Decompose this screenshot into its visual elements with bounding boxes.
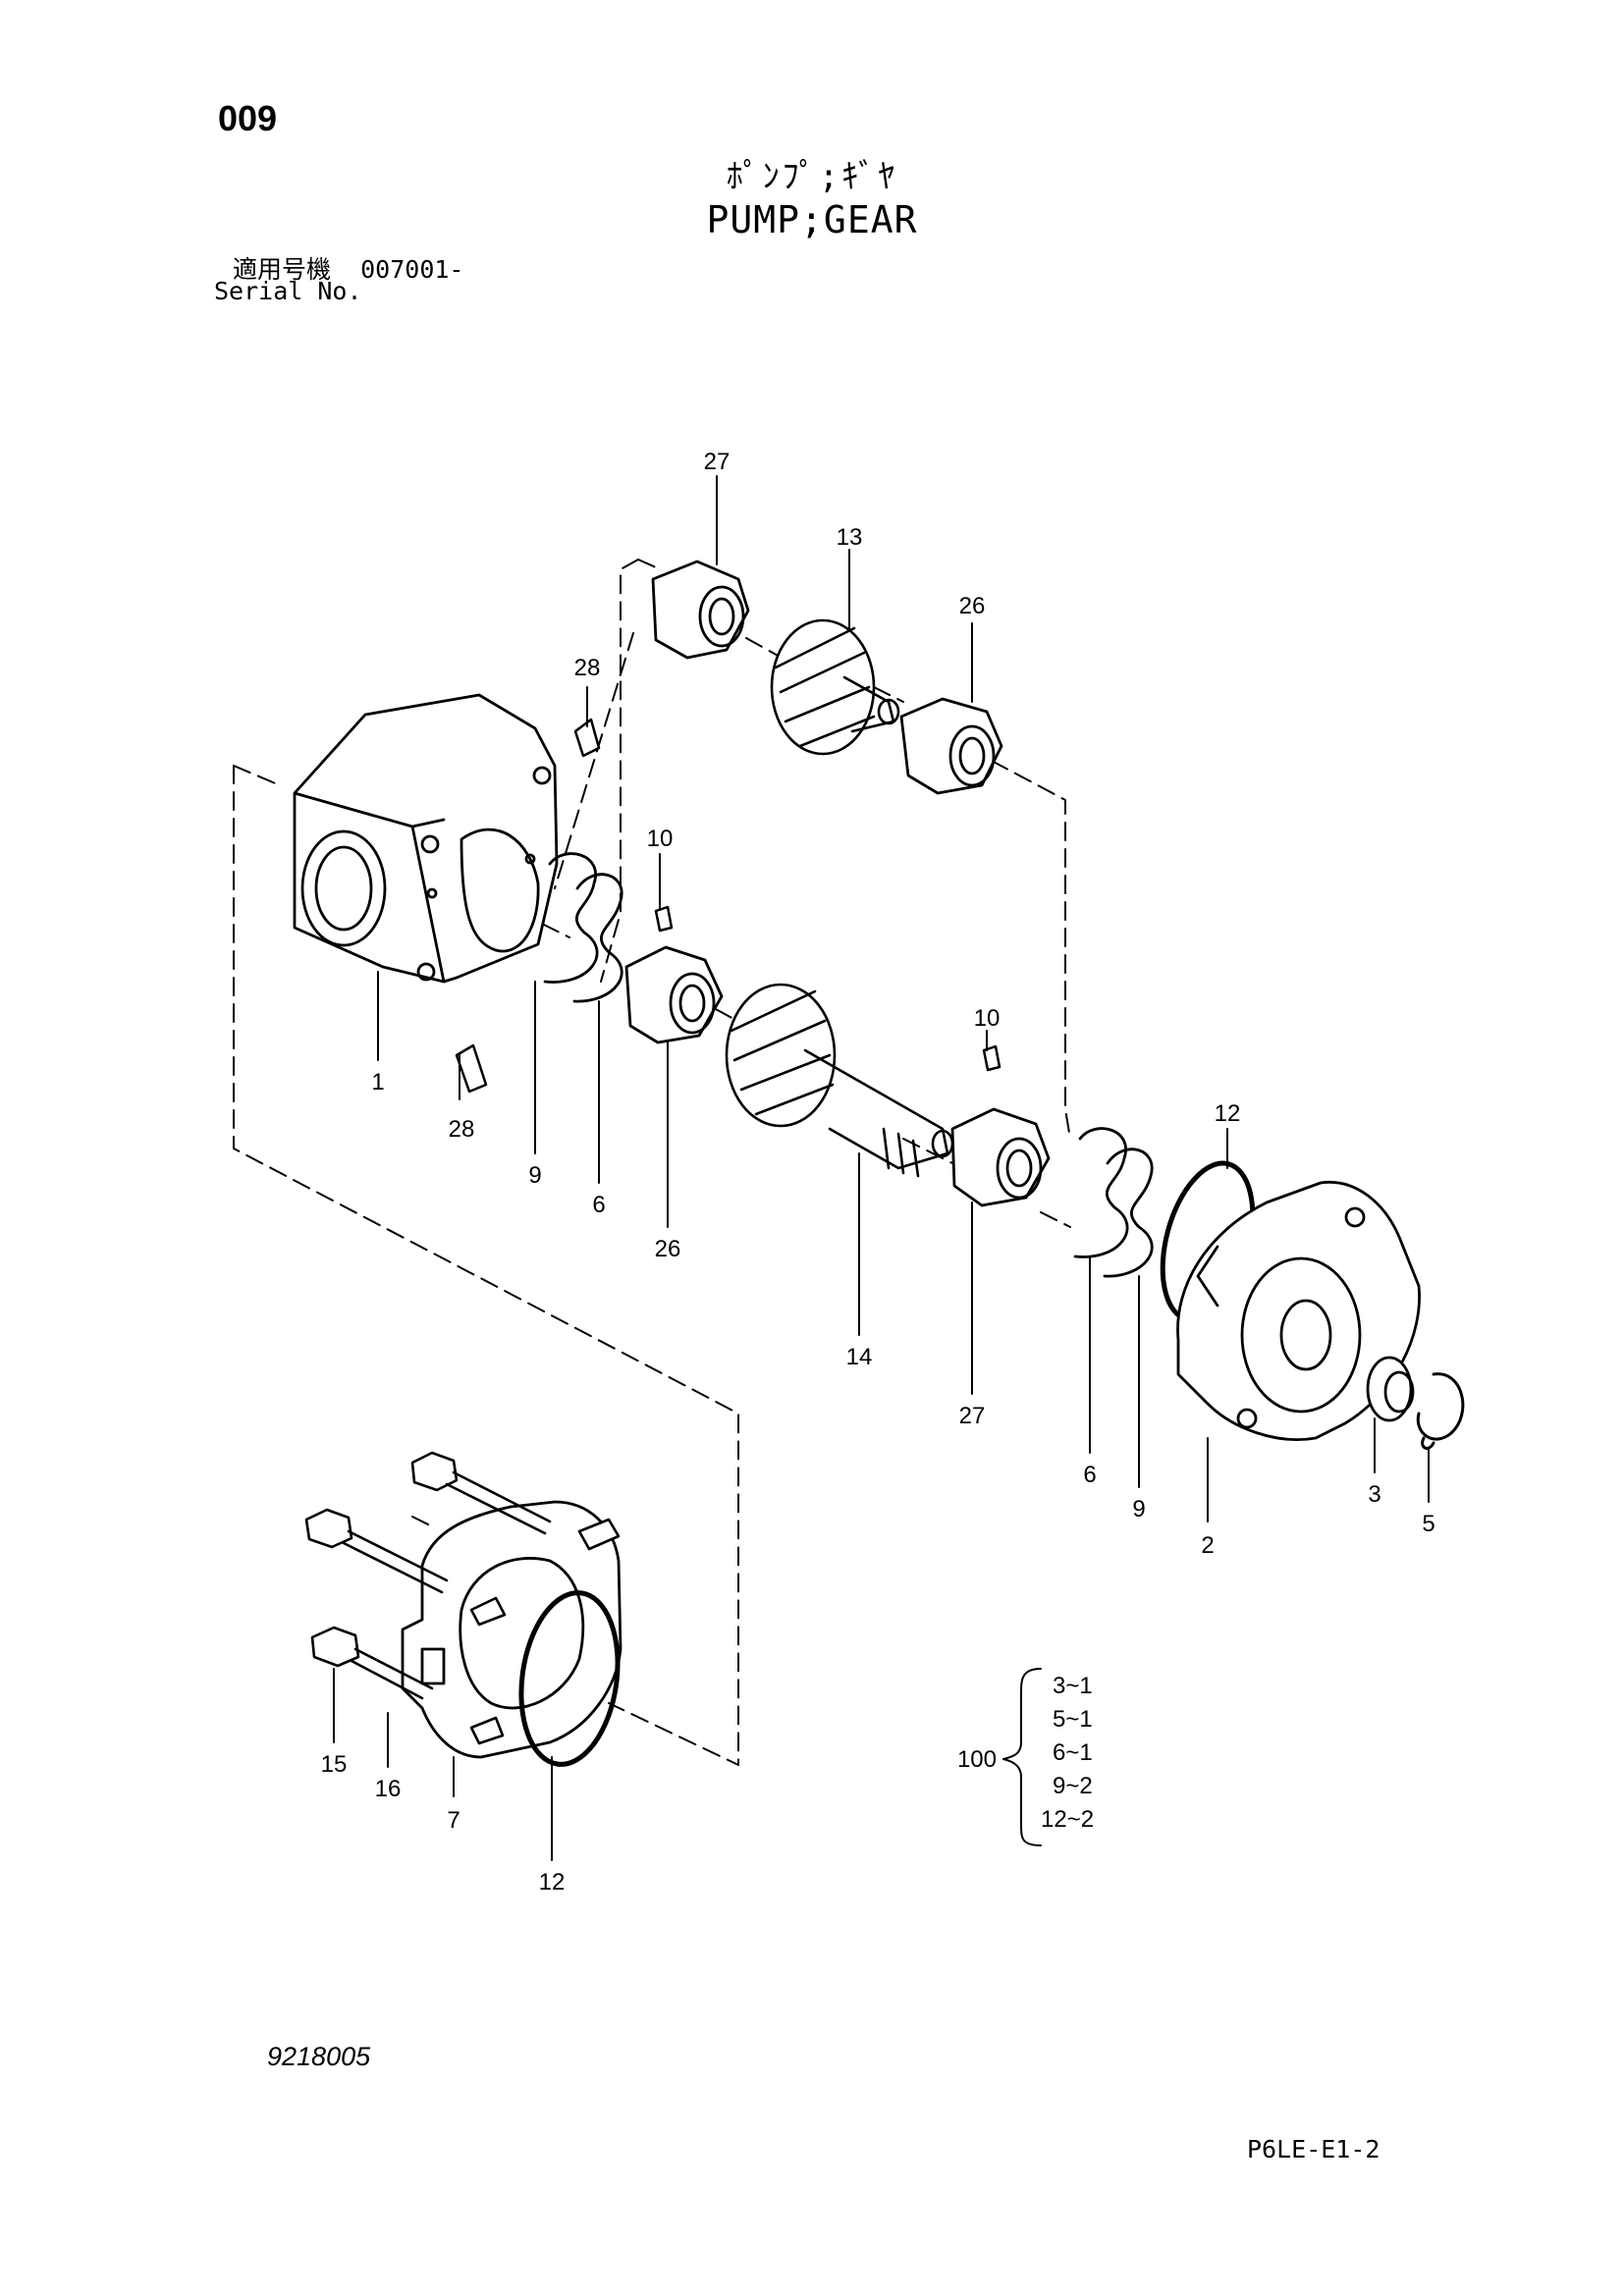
callout-6-right: 6 <box>1083 1462 1096 1488</box>
pump-body <box>293 693 559 984</box>
serial-label-jp: 適用号機 <box>233 255 332 284</box>
driven-gear <box>770 618 900 756</box>
title-japanese: ﾎﾟﾝﾌﾟ;ｷﾞﾔ <box>726 157 898 196</box>
bushing-top <box>651 560 750 660</box>
page-code: P6LE-E1-2 <box>1247 2135 1380 2163</box>
key-right <box>982 1044 1001 1072</box>
callout-14: 14 <box>846 1344 873 1370</box>
callout-10-left: 10 <box>647 826 674 852</box>
bushing-right-lower <box>950 1107 1051 1207</box>
kit-list: 100 3~1 5~1 6~1 9~2 12~2 <box>957 1673 1094 1833</box>
callout-5: 5 <box>1422 1511 1435 1537</box>
o-ring-flange <box>518 1590 621 1767</box>
serial-line-jp: 適用号機 007001- <box>233 250 463 286</box>
front-cover <box>1176 1180 1421 1441</box>
stud-bolts <box>469 1518 621 1745</box>
serial-value: 007001- <box>360 255 464 284</box>
kit-item: 12~2 <box>1041 1806 1094 1833</box>
callout-26-top: 26 <box>959 593 986 619</box>
callout-7: 7 <box>447 1807 460 1834</box>
kit-brace <box>1002 1668 1042 1846</box>
callout-15: 15 <box>321 1751 348 1778</box>
dowel-pin-top <box>573 718 601 758</box>
callout-1: 1 <box>371 1069 384 1095</box>
callout-6-left: 6 <box>592 1192 605 1218</box>
bolt-top <box>410 1451 552 1535</box>
kit-item: 5~1 <box>1053 1706 1093 1733</box>
bolt-left <box>304 1508 449 1594</box>
callout-26-bottom: 26 <box>655 1236 681 1262</box>
callout-27-top: 27 <box>704 449 731 475</box>
seal-pair-left <box>543 852 623 1003</box>
drawing-number: 9218005 <box>267 2042 371 2071</box>
callout-12-flange: 12 <box>539 1869 566 1896</box>
callout-3: 3 <box>1368 1481 1380 1508</box>
callout-13: 13 <box>837 524 863 551</box>
callout-28-top: 28 <box>574 655 601 681</box>
seal-pair-right <box>1073 1127 1154 1278</box>
kit-item: 9~2 <box>1053 1773 1093 1799</box>
snap-ring <box>1416 1372 1465 1450</box>
kit-item: 6~1 <box>1053 1739 1093 1766</box>
oil-seal <box>1366 1356 1415 1422</box>
callout-9-right: 9 <box>1132 1496 1145 1522</box>
callout-16: 16 <box>375 1776 402 1802</box>
drive-gear-shaft <box>725 983 954 1178</box>
callout-10-right: 10 <box>974 1005 1001 1032</box>
bushing-right-top <box>899 697 1003 795</box>
page-number: 009 <box>218 98 278 138</box>
dowel-pin-bottom <box>455 1043 488 1094</box>
callout-labels: 27 13 26 28 10 1 28 9 6 26 10 12 14 27 6… <box>321 449 1435 1896</box>
bushing-left-lower <box>624 945 724 1044</box>
key-left <box>654 905 674 933</box>
kit-item: 3~1 <box>1053 1673 1093 1699</box>
callout-27-bottom: 27 <box>959 1403 986 1429</box>
leader-lines <box>333 475 1430 1861</box>
bolt-bottom <box>310 1626 434 1700</box>
callout-28-bottom: 28 <box>449 1116 475 1143</box>
callout-2: 2 <box>1201 1532 1214 1559</box>
callout-9-left: 9 <box>528 1162 541 1189</box>
title-english: PUMP;GEAR <box>706 198 918 241</box>
kit-label: 100 <box>957 1746 997 1773</box>
serial-label-en: Serial No. <box>214 277 362 305</box>
callout-12-right: 12 <box>1215 1100 1241 1127</box>
